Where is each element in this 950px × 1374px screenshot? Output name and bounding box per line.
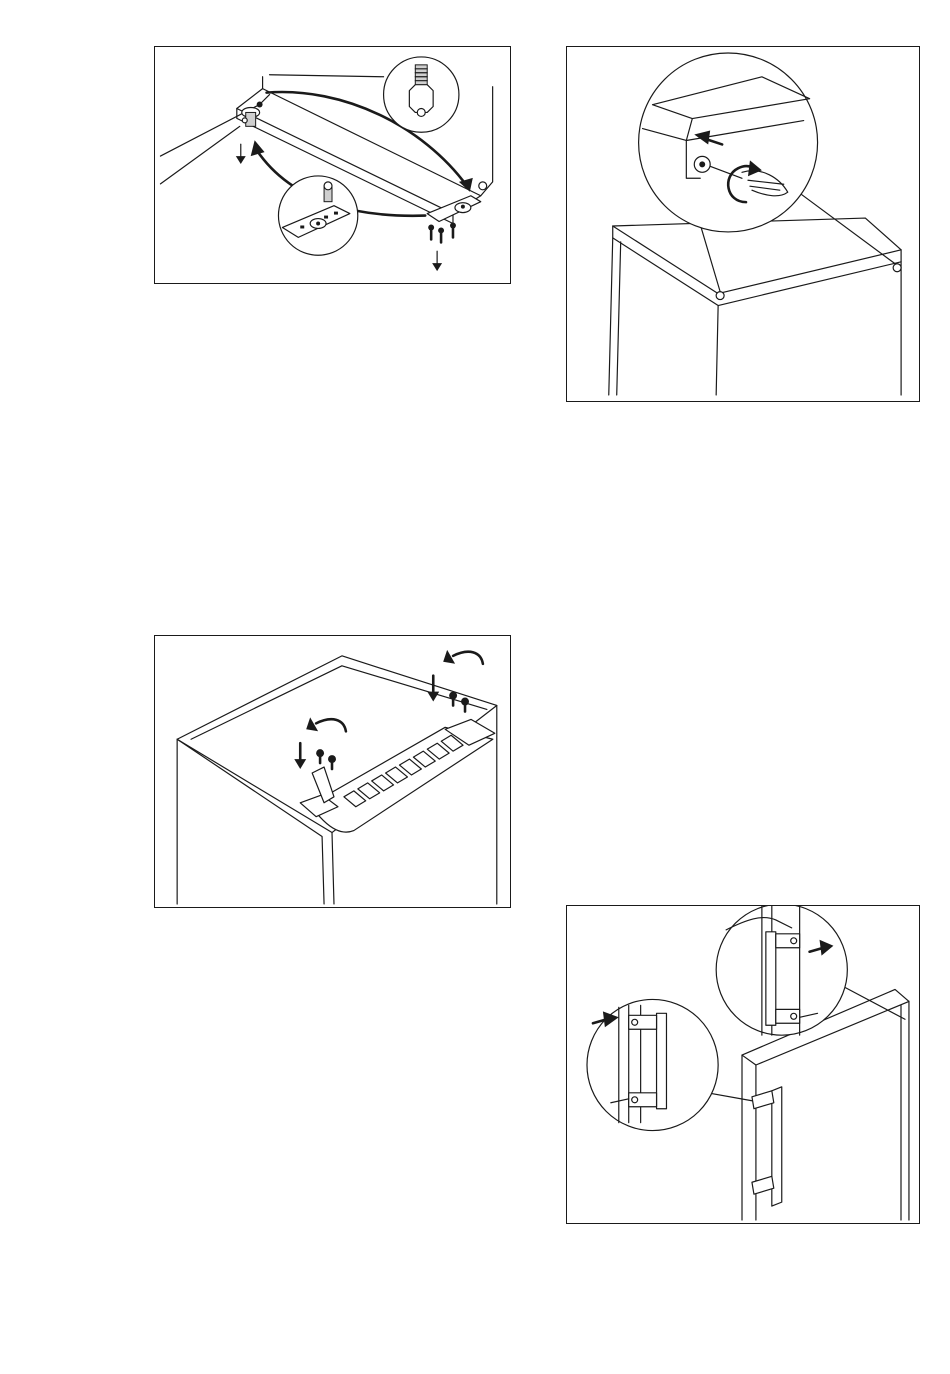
cabinet-top-back: [263, 75, 384, 89]
callout-line-right: [796, 190, 895, 264]
door-handle-transfer-drawing: [567, 906, 919, 1223]
right-down-arrow-head: [427, 692, 439, 702]
left-screws: [316, 749, 336, 769]
door-front-left: [742, 1055, 756, 1220]
figure-top-cover-screw: [566, 46, 920, 402]
door-handle-bottom-clip: [752, 1176, 774, 1194]
left-down-arrow-head: [236, 156, 246, 164]
detail-circle-cover: [639, 53, 818, 232]
figure-hinge-pin-transfer: [154, 46, 511, 284]
right-corner-cap: [479, 182, 487, 190]
door-right-side: [901, 1001, 909, 1220]
loose-screws: [428, 223, 456, 243]
cabinet-door-seam: [716, 306, 718, 395]
figure-top-hinge-mounting: [154, 635, 511, 908]
left-corner-screw: [716, 292, 724, 300]
cabinet-right-edge: [481, 87, 493, 196]
left-rotate-arrow: [316, 719, 346, 731]
left-rivet: [242, 118, 247, 123]
top-hinge-mounting-drawing: [155, 636, 510, 907]
cabinet-left-side: [609, 238, 621, 395]
left-down-arrow-head: [294, 759, 306, 769]
right-corner-screw: [893, 264, 901, 272]
hinge-pin-transfer-drawing: [155, 47, 510, 283]
cabinet-top-surface: [613, 218, 901, 294]
right-hinge-pin-dot: [461, 205, 465, 209]
right-rotate-arrow: [453, 652, 483, 664]
top-cover-screw-drawing: [567, 47, 919, 401]
cabinet-top-front-lip: [613, 226, 901, 306]
lower-transfer-arc-head: [251, 140, 265, 156]
bottom-down-arrow-head: [432, 263, 442, 271]
cabinet-door-seam: [332, 833, 334, 904]
door-handle-top-clip: [752, 1091, 774, 1109]
left-screw-hole: [257, 102, 263, 108]
figure-door-handle-transfer: [566, 905, 920, 1224]
right-hinge-bracket: [427, 196, 481, 222]
